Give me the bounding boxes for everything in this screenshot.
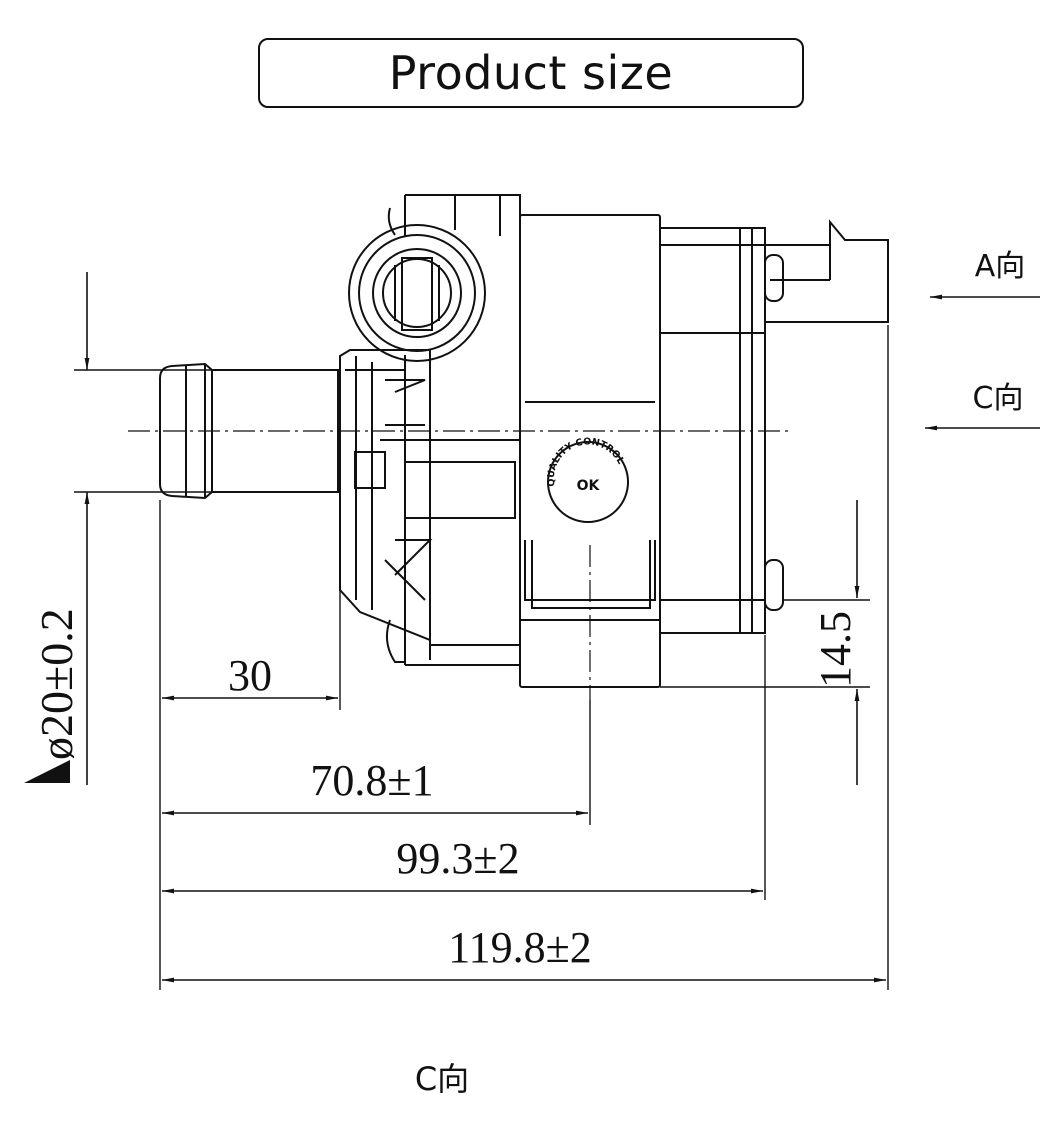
view-c-side-label: C向	[973, 381, 1024, 416]
outlet-port	[348, 224, 486, 362]
dim-14-label: 14.5	[811, 611, 860, 688]
view-c-bottom-label: C向	[415, 1060, 469, 1098]
center-lines	[128, 430, 790, 700]
electrical-connector	[765, 219, 889, 323]
dim-99-label: 99.3±2	[396, 834, 519, 883]
pump-body-outline	[159, 194, 889, 688]
stamp-ok-text: OK	[577, 478, 601, 494]
dim-30-label: 30	[228, 651, 272, 700]
view-a-label: A向	[975, 249, 1026, 284]
flange-housing	[339, 349, 520, 660]
pump-rear-body	[385, 194, 521, 666]
diameter-label: ø20±0.2	[31, 608, 82, 760]
extension-lines	[74, 325, 889, 990]
datum-triangle-icon	[24, 760, 70, 783]
page-title: Product size	[258, 38, 804, 108]
dimension-lines	[84, 272, 1040, 983]
dim-70-label: 70.8±1	[310, 756, 433, 805]
quality-control-stamp: QUALITY CONTROL OK	[546, 436, 629, 523]
dim-119-label: 119.8±2	[448, 923, 592, 972]
